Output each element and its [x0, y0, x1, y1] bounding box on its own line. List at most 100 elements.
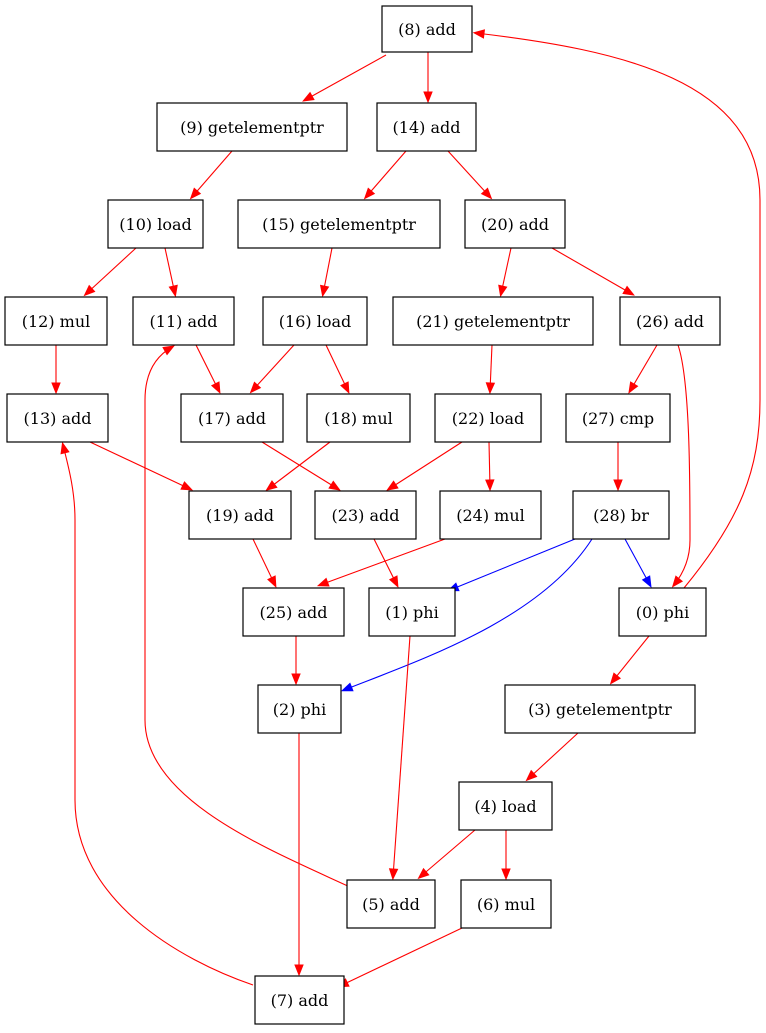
edge-line: [195, 344, 220, 392]
node-box: [262, 296, 368, 346]
edge-n19-to-n25: [252, 538, 277, 589]
node-27: (27) cmp: [565, 393, 671, 443]
node-box: [132, 296, 235, 346]
node-label: (26) add: [636, 312, 704, 331]
edge-n0-to-n3: [609, 635, 650, 685]
node-13: (13) add: [6, 393, 109, 443]
arrowhead: [417, 867, 430, 880]
node-box: [4, 296, 108, 346]
arrowhead: [671, 575, 684, 588]
arrowhead: [423, 91, 433, 104]
edge-line: [449, 538, 576, 591]
edge-line: [319, 538, 446, 586]
node-1: (1) phi: [368, 587, 456, 637]
edge-n20-to-n21: [498, 247, 512, 298]
arrowhead: [363, 187, 376, 200]
node-box: [381, 5, 473, 53]
edge-line: [261, 441, 339, 490]
arrowhead: [609, 672, 622, 685]
edge-n3-to-n4: [525, 732, 579, 782]
arrowhead: [319, 284, 330, 298]
edge-n5-to-n11: [144, 345, 351, 888]
arrowhead: [265, 480, 278, 492]
node-box: [314, 490, 417, 540]
node-box: [237, 199, 441, 249]
node-label: (9) getelementptr: [180, 118, 324, 137]
edge-n2-to-n7: [294, 733, 304, 977]
node-label: (6) mul: [477, 895, 535, 914]
edge-n26-to-n27: [628, 344, 658, 394]
edge-line: [373, 538, 398, 586]
edge-n22-to-n23: [386, 441, 463, 491]
edge-n24-to-n25: [316, 538, 446, 587]
arrowhead: [162, 345, 175, 356]
node-box: [254, 975, 345, 1025]
arrowhead: [168, 284, 178, 298]
node-label: (21) getelementptr: [416, 312, 570, 331]
node-box: [107, 199, 204, 249]
node-label: (15) getelementptr: [262, 215, 416, 234]
node-label: (20) add: [481, 215, 549, 234]
node-box: [504, 684, 696, 734]
node-label: (16) load: [279, 312, 351, 331]
node-box: [188, 490, 292, 540]
node-label: (2) phi: [273, 700, 326, 719]
node-0: (0) phi: [618, 587, 707, 637]
node-box: [460, 879, 552, 929]
edge-line: [419, 829, 476, 878]
node-box: [458, 781, 553, 831]
node-label: (19) add: [206, 506, 274, 525]
arrowhead: [628, 381, 639, 394]
arrowhead: [501, 868, 511, 881]
edge-line: [551, 247, 633, 295]
edge-line: [339, 927, 463, 987]
edge-line: [343, 538, 593, 691]
edge-n14-to-n20: [447, 150, 493, 200]
node-box: [306, 393, 411, 443]
node-box: [376, 102, 477, 152]
node-7: (7) add: [254, 975, 345, 1025]
edge-n13-to-n19: [89, 441, 194, 491]
edge-line: [89, 441, 191, 490]
edge-line: [392, 635, 411, 878]
node-2: (2) phi: [257, 684, 342, 734]
node-box: [618, 587, 707, 637]
edge-n16-to-n17: [249, 344, 295, 394]
edge-line: [527, 732, 579, 780]
edge-n14-to-n15: [363, 150, 407, 200]
arrowhead: [480, 187, 493, 200]
node-11: (11) add: [132, 296, 235, 346]
arrowhead: [388, 868, 399, 881]
node-24: (24) mul: [439, 490, 542, 540]
edge-line: [304, 54, 387, 101]
node-8: (8) add: [381, 5, 473, 53]
arrowhead: [210, 381, 221, 394]
arrowhead: [267, 575, 277, 589]
arrowhead: [485, 479, 495, 492]
node-label: (11) add: [150, 312, 218, 331]
edge-line: [62, 444, 254, 986]
arrowhead: [51, 382, 61, 395]
edge-n8-to-n14: [423, 52, 433, 104]
node-box: [368, 587, 456, 637]
node-box: [346, 879, 436, 929]
arrowhead: [498, 284, 508, 298]
edge-line: [624, 538, 651, 586]
edge-n4-to-n6: [501, 830, 511, 881]
node-box: [6, 393, 109, 443]
node-box: [439, 490, 542, 540]
edge-line: [191, 150, 233, 198]
node-26: (26) add: [619, 296, 721, 346]
node-20: (20) add: [464, 199, 566, 249]
node-16: (16) load: [262, 296, 368, 346]
edge-n12-to-n13: [51, 345, 61, 395]
edge-n25-to-n2: [291, 636, 301, 686]
node-15: (15) getelementptr: [237, 199, 441, 249]
node-box: [242, 587, 345, 637]
node-label: (23) add: [332, 506, 400, 525]
node-28: (28) br: [572, 490, 670, 540]
edge-n0-to-n8: [472, 29, 761, 589]
node-label: (0) phi: [636, 603, 689, 622]
arrowhead: [316, 577, 330, 587]
node-box: [565, 393, 671, 443]
